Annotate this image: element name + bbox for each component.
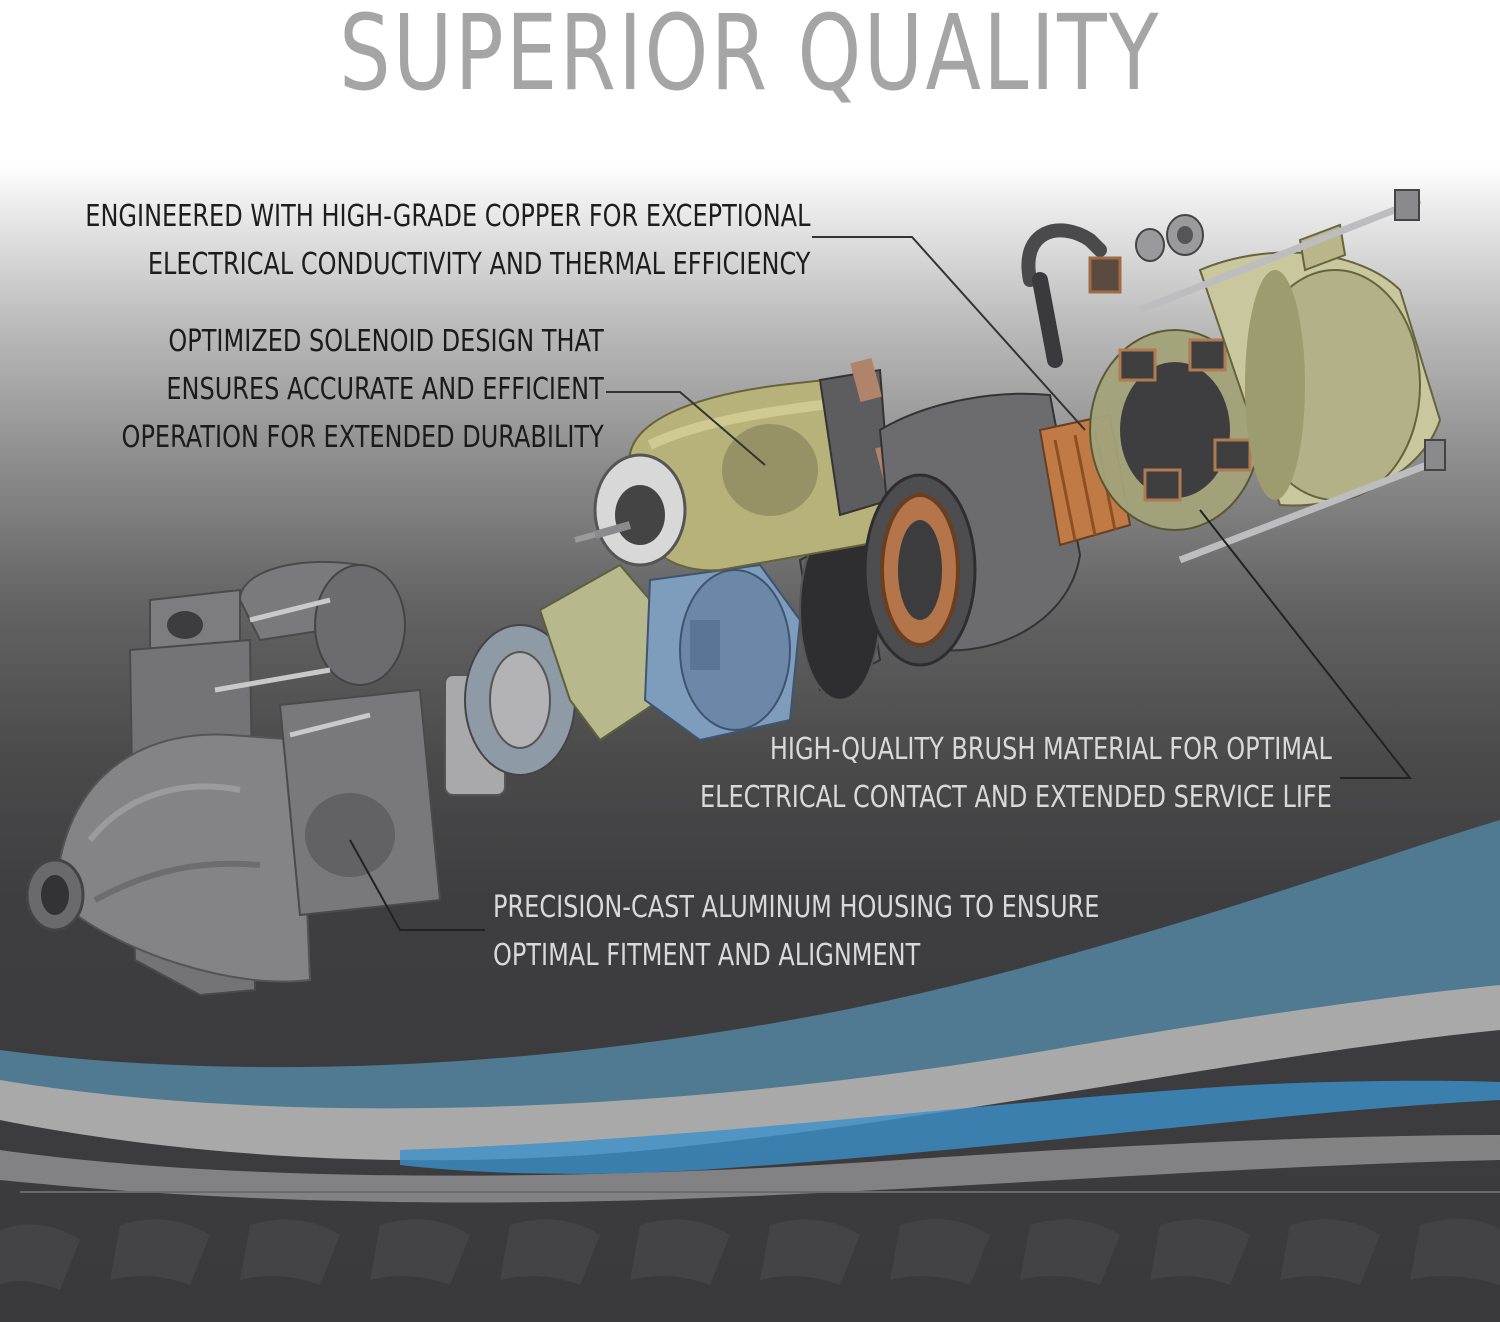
page-title: SUPERIOR QUALITY xyxy=(339,0,1161,114)
through-bolts xyxy=(1138,189,1446,564)
leader-brush xyxy=(1199,509,1413,779)
brush-holder-assembly xyxy=(1089,329,1261,531)
armature-shaft xyxy=(798,519,882,701)
callout-solenoid-line-1: OPTIMIZED SOLENOID DESIGN THAT xyxy=(168,324,604,359)
pinion-gear xyxy=(444,624,576,796)
callout-solenoid: OPTIMIZED SOLENOID DESIGN THAT ENSURES A… xyxy=(122,318,604,462)
field-frame xyxy=(863,392,1082,667)
terminal-wire xyxy=(1021,214,1204,368)
wave-light-streak xyxy=(0,1135,1500,1203)
leader-solenoid xyxy=(606,391,766,466)
callout-copper-line-2: ELECTRICAL CONDUCTIVITY AND THERMAL EFFI… xyxy=(147,247,810,282)
commutator-end-cap xyxy=(1198,223,1442,507)
callout-copper-line-1: ENGINEERED WITH HIGH-GRADE COPPER FOR EX… xyxy=(84,199,810,234)
callout-copper: ENGINEERED WITH HIGH-GRADE COPPER FOR EX… xyxy=(85,193,810,289)
tire-tread-pattern xyxy=(0,1218,1500,1290)
leader-copper xyxy=(812,236,1086,431)
aluminum-housing xyxy=(25,560,442,997)
callout-brush: HIGH-QUALITY BRUSH MATERIAL FOR OPTIMAL … xyxy=(700,726,1332,822)
callout-solenoid-line-3: OPERATION FOR EXTENDED DURABILITY xyxy=(121,420,604,455)
wave-bright-blue-streak xyxy=(400,1080,1500,1174)
callout-housing-line-1: PRECISION-CAST ALUMINUM HOUSING TO ENSUR… xyxy=(493,890,1100,925)
leader-housing xyxy=(349,839,485,931)
callout-brush-line-1: HIGH-QUALITY BRUSH MATERIAL FOR OPTIMAL xyxy=(769,732,1332,767)
callout-solenoid-line-2: ENSURES ACCURATE AND EFFICIENT xyxy=(166,372,604,407)
overrunning-clutch xyxy=(643,563,802,742)
callout-housing-line-2: OPTIMAL FITMENT AND ALIGNMENT xyxy=(493,938,921,973)
callout-housing: PRECISION-CAST ALUMINUM HOUSING TO ENSUR… xyxy=(493,884,1099,980)
callout-brush-line-2: ELECTRICAL CONTACT AND EXTENDED SERVICE … xyxy=(700,780,1332,815)
wave-light-band xyxy=(0,985,1500,1161)
